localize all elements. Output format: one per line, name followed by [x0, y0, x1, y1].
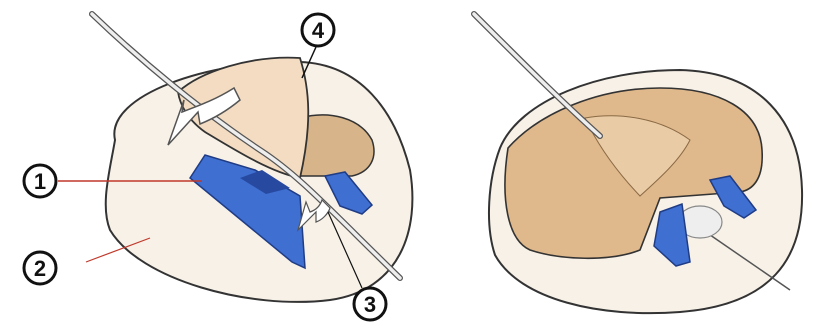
- callout-2: 2: [24, 238, 150, 284]
- callout-2-label: 2: [34, 256, 46, 281]
- callout-1-label: 1: [34, 169, 46, 194]
- callout-3-label: 3: [364, 292, 376, 317]
- left-panel: 4 1 2 3: [24, 14, 412, 320]
- callout-4-label: 4: [312, 18, 325, 43]
- right-panel: [474, 14, 802, 313]
